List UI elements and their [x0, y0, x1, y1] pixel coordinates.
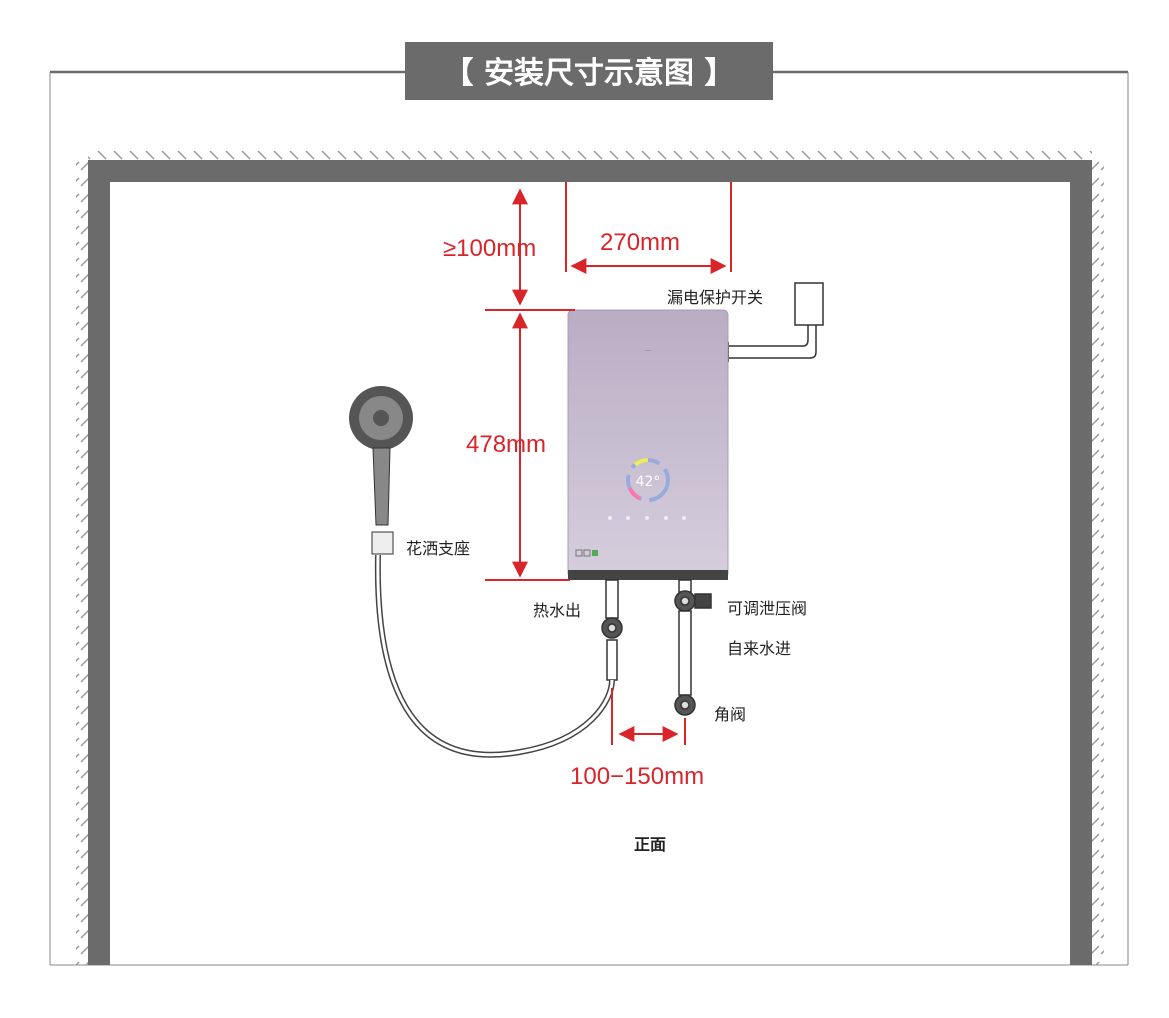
svg-text:42°: 42° [636, 474, 661, 490]
top-clearance-dimension: ≥100mm [443, 235, 536, 262]
shower-head [349, 386, 615, 758]
pressure-relief-valve-label: 可调泄压阀 [727, 599, 807, 618]
cold-water-in-label: 自来水进 [727, 639, 791, 658]
height-dimension: 478mm [466, 431, 546, 458]
water-heater: — 42° [567, 309, 729, 580]
title-banner: 【 安装尺寸示意图 】 [405, 42, 773, 100]
hot-water-out-label: 热水出 [533, 601, 581, 620]
svg-text:—: — [645, 347, 651, 354]
shower-holder-label: 花洒支座 [406, 539, 470, 558]
leakage-switch [724, 282, 824, 362]
diagram-title: 【 安装尺寸示意图 】 [444, 56, 735, 91]
leakage-switch-label: 漏电保护开关 [667, 288, 763, 307]
width-dimension: 270mm [600, 229, 680, 256]
pipe-spacing-dimension: 100−150mm [570, 763, 704, 790]
hot-water-pipe [601, 579, 623, 681]
shower-holder [371, 531, 394, 555]
wall [76, 150, 1104, 965]
cold-water-pipe [674, 579, 712, 716]
front-view-label: 正面 [634, 835, 666, 854]
angle-valve-label: 角阀 [714, 705, 746, 724]
dimension-lines [485, 182, 732, 745]
